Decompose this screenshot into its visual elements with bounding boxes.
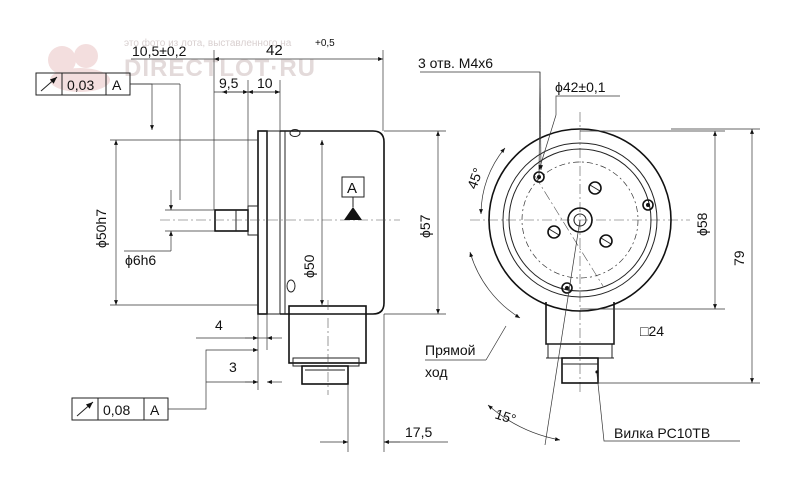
- angle-45: 45°: [464, 166, 486, 191]
- screw-icon: [286, 279, 296, 293]
- dim-50h7: ϕ50h7: [93, 209, 109, 248]
- connector-label: Вилка РС10ТВ: [614, 425, 710, 441]
- screw-icon: [588, 181, 602, 195]
- tolerance-frame-top: 0,03 A: [35, 72, 131, 96]
- connector-housing: [288, 305, 367, 364]
- dim-17-5: 17,5: [405, 424, 432, 440]
- dim-42: 42: [266, 42, 283, 59]
- dim-3: 3: [229, 359, 237, 375]
- tolerance-value: 0,03: [67, 77, 94, 93]
- dim-57: ϕ57: [417, 214, 433, 238]
- dim-9-5: 9,5: [219, 75, 239, 91]
- tolerance-value: 0,08: [103, 402, 130, 418]
- watermark-caption: это фото из лота, выставленного на: [124, 37, 292, 49]
- encoder-body: [280, 130, 385, 315]
- mounting-hole-icon: [561, 282, 573, 294]
- dim-square-24: □24: [640, 323, 664, 339]
- connector-plug-front: [561, 357, 599, 384]
- dim-42-front: ϕ42±0,1: [555, 79, 606, 95]
- angle-15: 15°: [493, 406, 518, 428]
- tolerance-frame-bottom: 0,08 A: [71, 397, 169, 421]
- runout-arrow-icon: [76, 401, 94, 417]
- rotation-direction-arrow-icon: [469, 251, 521, 319]
- dim-58: ϕ58: [694, 212, 710, 236]
- dim-79: 79: [731, 250, 747, 266]
- front-view: 3 отв. М4х6 ϕ42±0,1 45° Прямой ход 15° ϕ…: [418, 55, 760, 446]
- datum-triangle-icon: [344, 207, 362, 220]
- datum-label: A: [347, 180, 357, 197]
- shaft: [214, 209, 249, 232]
- holes-label: 3 отв. М4х6: [418, 55, 493, 71]
- runout-arrow-icon: [40, 76, 58, 92]
- screw-icon: [289, 129, 301, 137]
- dim-6h6: ϕ6h6: [125, 252, 156, 268]
- screw-icon: [599, 234, 613, 248]
- flange: [257, 130, 268, 315]
- tolerance-datum: A: [150, 402, 160, 418]
- screw-icon: [547, 225, 561, 239]
- connector-pin-icon: [595, 370, 599, 374]
- tolerance-datum: A: [112, 77, 122, 93]
- connector-plug: [301, 365, 349, 385]
- dim-4: 4: [215, 317, 223, 333]
- dim-10-5: 10,5±0,2: [132, 43, 187, 59]
- side-view: A 10,5±0,2 42 +0,5 9,5 10 0,03 A: [35, 38, 448, 452]
- direction-line1: Прямой: [425, 342, 476, 358]
- dim-10: 10: [257, 75, 273, 91]
- watermark-logo-icon: [48, 44, 110, 92]
- dim-42-tolerance: +0,5: [315, 38, 335, 49]
- direction-line2: ход: [425, 364, 448, 380]
- shaft-end: [567, 207, 593, 233]
- dim-50: ϕ50: [301, 254, 317, 278]
- mounting-hole-icon: [642, 199, 654, 211]
- flange-inner: [266, 130, 281, 315]
- outer-housing: [488, 128, 672, 312]
